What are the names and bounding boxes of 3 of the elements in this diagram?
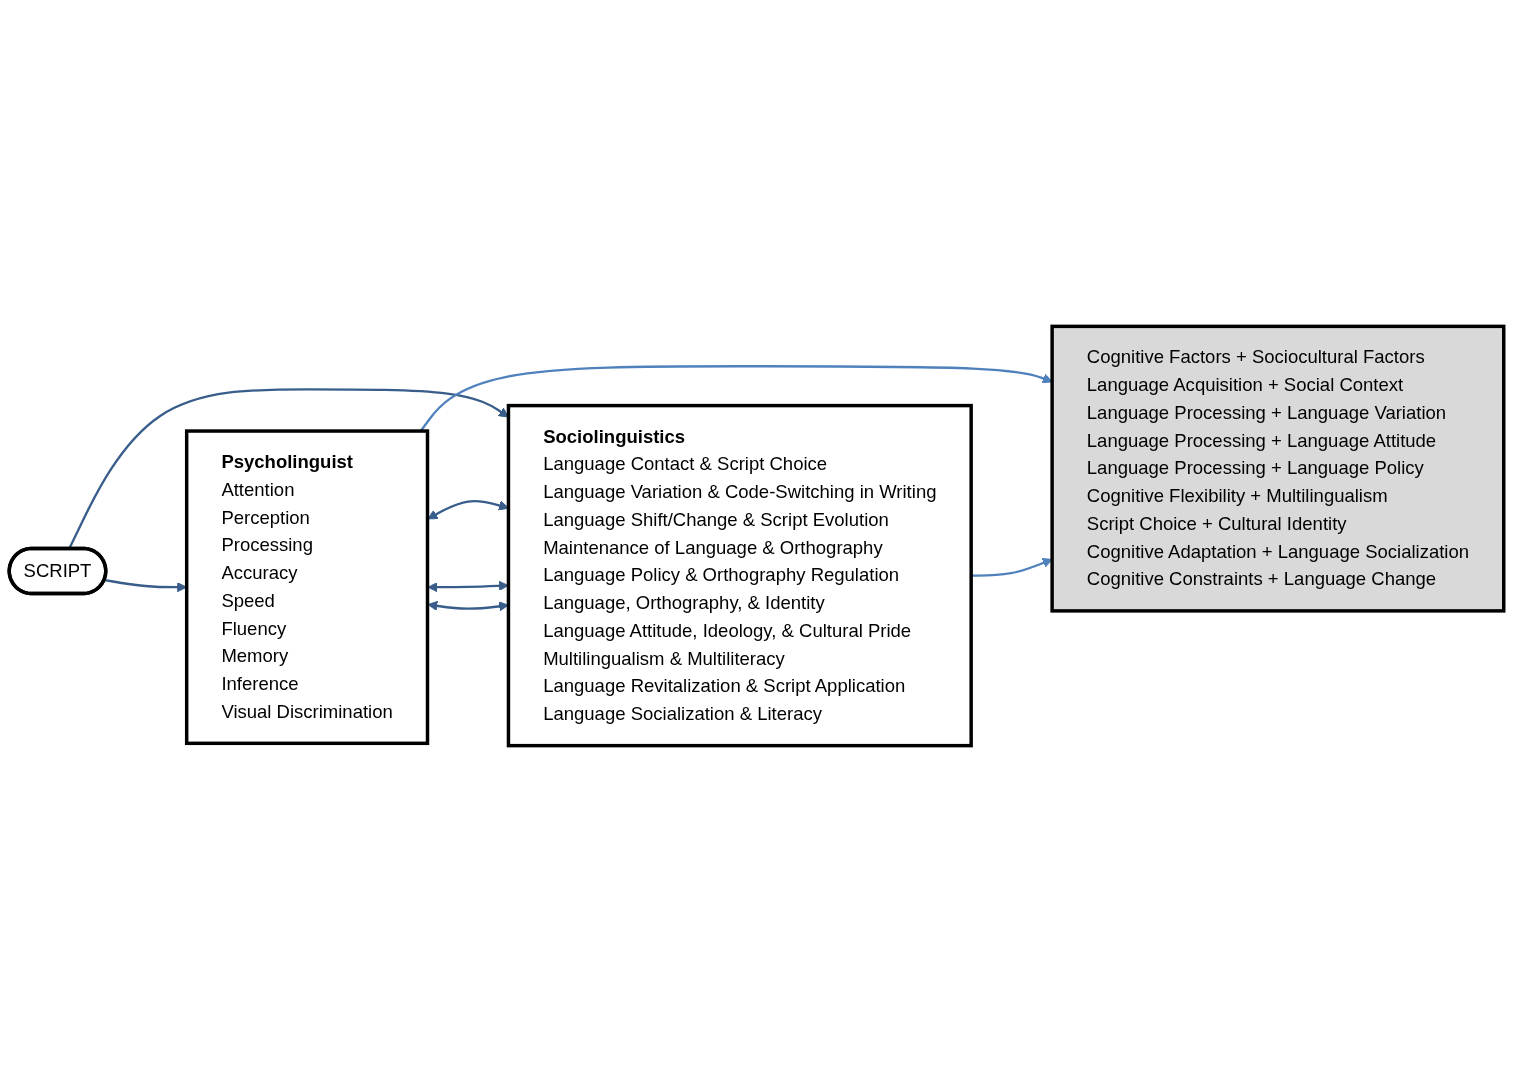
node-box: Cognitive Factors + Sociocultural Factors Language Acquisition + Social Context Language Processing + Language Variation Language Processing + Language Attitude Language Processing + Language Policy Cognitive Flexibility + Multilingualism Script Choice + Cultural Identity Cognitive Adaptation + Language Socialization Cognitive Constraints + Language Change	[1050, 324, 1506, 613]
node-box: Psycholinguist Attention Perception Processing Accuracy Speed Fluency Memory Inference Visual Discrimination	[184, 429, 430, 746]
node-box: Sociolinguistics Language Contact & Script Choice Language Variation & Code-Switching in Writing Language Shift/Change & Script Evolution Maintenance of Language & Orthography Language Policy & Orthography Regulation Language, Orthography, & Identity Language Attitude, Ideology, & Cultural Pride Multilingualism & Multiliteracy Language Revitalization & Script Application Language Socialization & Literacy	[506, 403, 973, 748]
